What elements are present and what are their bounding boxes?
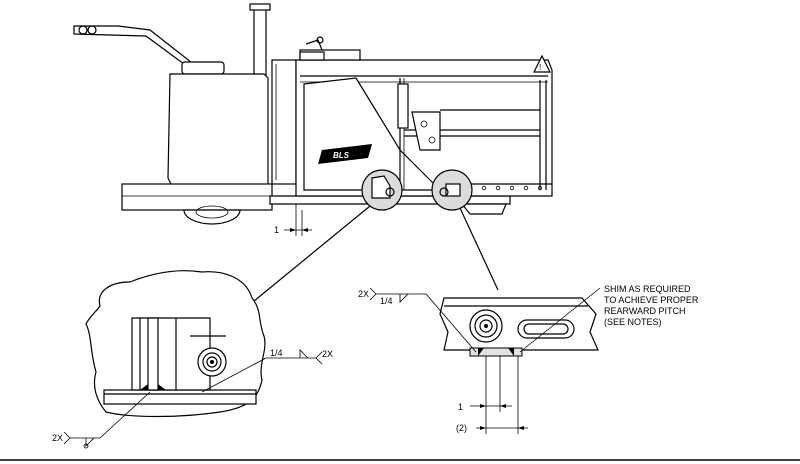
shim-note: SHIM AS REQUIRED TO ACHIEVE PROPER REARW… <box>604 284 699 327</box>
motor-housing <box>167 59 297 187</box>
roller-right <box>469 309 503 343</box>
main-frame: ! BLS <box>295 36 553 197</box>
main-dimension: 1 <box>274 204 312 236</box>
note-line-4: (SEE NOTES) <box>604 317 662 327</box>
bolt-holes <box>467 185 543 191</box>
leader-line-left <box>247 205 371 307</box>
roller-left <box>197 347 227 377</box>
note-leader <box>519 287 601 353</box>
logo-text: BLS <box>333 151 350 160</box>
right-dimensions: 1 (2) <box>456 356 528 434</box>
right-dimension-1: 1 <box>458 402 463 412</box>
left-detail-view: 1/4 2X 2X <box>52 270 333 449</box>
front-wheel <box>183 205 241 225</box>
left-weld-count-bottom: 2X <box>52 433 63 443</box>
note-line-2: TO ACHIEVE PROPER <box>604 295 699 305</box>
right-weld-count: 2X <box>358 289 369 299</box>
leader-line-right <box>459 207 499 291</box>
note-line-1: SHIM AS REQUIRED <box>604 284 691 294</box>
left-weld-count-right: 2X <box>322 349 333 359</box>
right-detail-view: 2X 1/4 SHIM AS REQUIRED TO ACHIEVE PROPE… <box>358 284 699 434</box>
svg-text:!: ! <box>539 63 541 72</box>
brand-logo: BLS <box>318 144 372 164</box>
weld-symbol-bottom: 2X <box>52 391 151 449</box>
left-weld-size: 1/4 <box>270 348 283 358</box>
right-dimension-2: (2) <box>456 423 467 433</box>
steering-handle <box>73 25 197 71</box>
main-dimension-label: 1 <box>274 225 279 235</box>
machine-side-view: ! BLS <box>73 3 553 307</box>
right-weld-symbol: 2X 1/4 <box>358 287 477 353</box>
weld-symbol-right: 1/4 2X <box>201 348 333 393</box>
rear-skid <box>460 203 507 215</box>
note-line-3: REARWARD PITCH <box>604 306 686 316</box>
warning-triangle-icon <box>533 54 551 73</box>
right-weld-size: 1/4 <box>380 296 393 306</box>
detail-callout-left <box>361 169 403 211</box>
detail-callout-right <box>431 169 473 211</box>
